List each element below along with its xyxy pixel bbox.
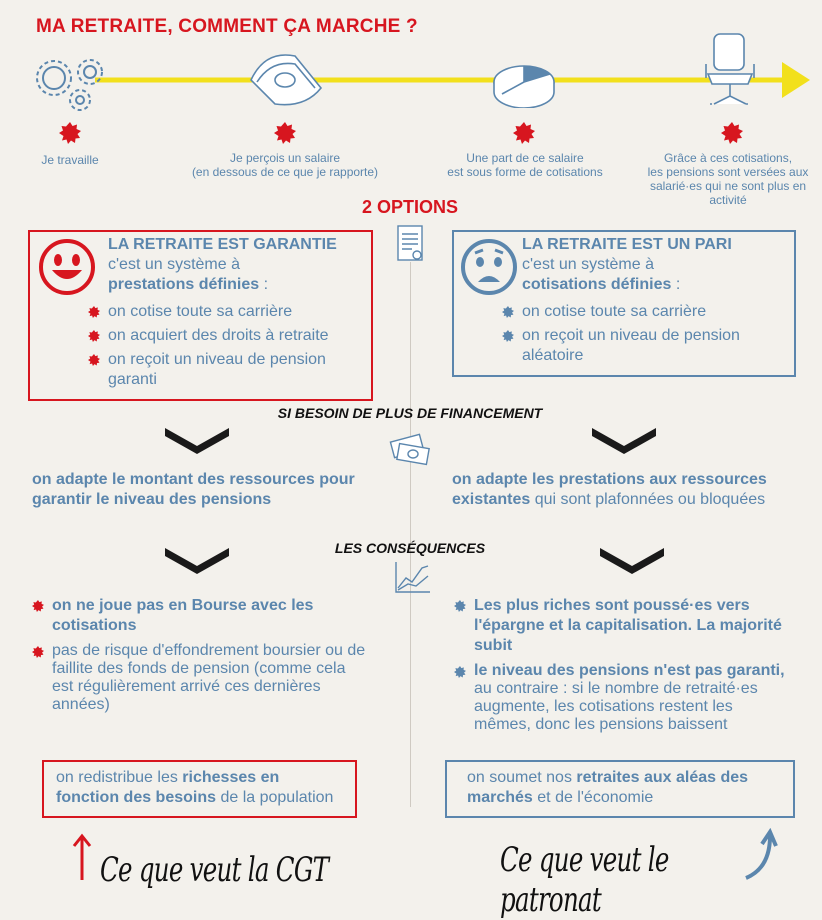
right-bullets: on cotise toute sa carrière on reçoit un… xyxy=(500,298,790,366)
burst-icon xyxy=(32,646,44,658)
bullet-text: on reçoit un niveau de pension garanti xyxy=(108,351,326,388)
burst-icon xyxy=(454,666,466,678)
burst-icon xyxy=(721,122,743,144)
happy-face-icon xyxy=(39,239,95,295)
step-text: Grâce à ces cotisations,les pensions son… xyxy=(638,151,818,207)
summary-text: on redistribue les xyxy=(56,769,183,786)
burst-icon xyxy=(59,122,81,144)
chevron-down-icon xyxy=(600,548,664,574)
left-adapt-text: on adapte le montant des ressources pour… xyxy=(32,471,355,508)
banknotes-icon xyxy=(250,54,323,106)
burst-icon xyxy=(88,354,100,366)
cgt-summary-box: on redistribue les richesses en fonction… xyxy=(42,760,357,818)
list-item: on ne joue pas en Bourse avec les cotisa… xyxy=(30,596,370,636)
burst-icon xyxy=(502,330,514,342)
left-heading: LA RETRAITE EST GARANTIE xyxy=(108,236,337,253)
right-intro: c'est un système à cotisations définies : xyxy=(522,255,792,295)
left-bullets: on cotise toute sa carrière on acquiert … xyxy=(86,298,366,390)
intro-end: : xyxy=(671,276,681,293)
bullet-bold: le niveau des pensions n'est pas garanti… xyxy=(474,662,785,679)
line-chart-icon xyxy=(395,562,430,593)
step-sub: est sous forme de cotisations xyxy=(447,165,603,179)
chevron-down-icon xyxy=(165,548,229,574)
bullet-text: on reçoit un niveau de pension aléatoire xyxy=(522,327,740,364)
list-item: on cotise toute sa carrière xyxy=(500,302,790,322)
burst-icon xyxy=(88,306,100,318)
list-item: on acquiert des droits à retraite xyxy=(86,326,366,346)
page-title: MA RETRAITE, COMMENT ÇA MARCHE ? xyxy=(36,16,418,37)
burst-icon xyxy=(88,330,100,342)
list-item: le niveau des pensions n'est pas garanti… xyxy=(452,662,787,734)
pie-chart-icon xyxy=(493,65,555,108)
step-sub: (en dessous de ce que je rapporte) xyxy=(191,165,379,179)
bullet-text: pas de risque d'effondrement boursier ou… xyxy=(52,642,366,713)
adapt-bold: on adapte les prestations aux ressources… xyxy=(452,471,767,508)
cgt-signature: Ce que veut la CGT xyxy=(100,850,329,890)
left-option: LA RETRAITE EST GARANTIE c'est un systèm… xyxy=(108,236,368,295)
summary-text: on soumet nos xyxy=(467,769,577,786)
right-option: LA RETRAITE EST UN PARI c'est un système… xyxy=(522,236,792,295)
left-consequences: on ne joue pas en Bourse avec les cotisa… xyxy=(30,592,370,714)
sad-face-icon xyxy=(461,239,517,295)
bullet-text: on cotise toute sa carrière xyxy=(108,303,293,320)
intro-bold: cotisations définies xyxy=(522,276,672,293)
office-chair-icon xyxy=(705,33,755,105)
options-title: 2 OPTIONS xyxy=(361,197,459,217)
intro-bold: prestations définies xyxy=(108,276,260,293)
step-sub: les pensions sont versées aux salarié·es… xyxy=(647,165,809,207)
patronat-summary-box: on soumet nos retraites aux aléas des ma… xyxy=(445,760,795,818)
burst-icon xyxy=(454,600,466,612)
right-heading: LA RETRAITE EST UN PARI xyxy=(522,236,732,253)
intro-text: c'est un système à xyxy=(108,256,240,273)
chevron-down-icon xyxy=(592,428,656,454)
burst-icon xyxy=(32,600,44,612)
burst-icon xyxy=(502,306,514,318)
consequences-heading: LES CONSÉQUENCES xyxy=(334,540,486,556)
gears-icon xyxy=(36,59,103,111)
summary-bold: richesses en fonction des besoins xyxy=(56,769,280,806)
intro-end: : xyxy=(259,276,269,293)
list-item: Les plus riches sont poussé·es vers l'ép… xyxy=(452,596,787,656)
list-item: on reçoit un niveau de pension aléatoire xyxy=(500,326,790,366)
financing-heading: SI BESOIN DE PLUS DE FINANCEMENT xyxy=(277,405,543,421)
gamble-pension-box xyxy=(452,230,796,377)
burst-icon xyxy=(513,122,535,144)
step-text: Je perçois un salaire(en dessous de ce q… xyxy=(180,151,390,179)
list-item: pas de risque d'effondrement boursier ou… xyxy=(30,642,370,714)
summary-text: et de l'économie xyxy=(532,789,654,806)
contract-icon xyxy=(397,225,423,261)
timeline-arrow xyxy=(95,62,810,98)
list-item: on cotise toute sa carrière xyxy=(86,302,366,322)
adapt-rest: qui sont plafonnées ou bloquées xyxy=(530,491,766,508)
bullet-bold: Les plus riches sont poussé·es vers l'ép… xyxy=(474,597,782,654)
bullet-text: on acquiert des droits à retraite xyxy=(108,327,329,344)
right-consequences: Les plus riches sont poussé·es vers l'ép… xyxy=(452,592,787,734)
step-line: Grâce à ces cotisations, xyxy=(663,151,793,165)
bullet-text: au contraire : si le nombre de retraité·… xyxy=(474,680,758,733)
arrow-up-icon xyxy=(72,833,92,880)
summary-bold: retraites aux aléas des marchés xyxy=(467,769,749,806)
patronat-signature: Ce que veut le patronat xyxy=(500,840,669,920)
intro-text: c'est un système à xyxy=(522,256,654,273)
chevron-down-icon xyxy=(165,428,229,454)
left-intro: c'est un système à prestations définies : xyxy=(108,255,368,295)
summary-text: de la population xyxy=(216,789,334,806)
center-divider xyxy=(410,262,411,807)
step-line: Une part de ce salaire xyxy=(466,151,584,165)
guaranteed-pension-box xyxy=(28,230,373,401)
bullet-text: on cotise toute sa carrière xyxy=(522,303,707,320)
list-item: on reçoit un niveau de pension garanti xyxy=(86,350,366,390)
curved-arrow-icon xyxy=(745,828,778,880)
step-line: Je perçois un salaire xyxy=(229,151,341,165)
right-adapt-text: on adapte les prestations aux ressources… xyxy=(452,470,802,510)
step-text: Je travaille xyxy=(41,153,99,167)
money-stack-icon xyxy=(389,433,430,466)
burst-icon xyxy=(274,122,296,144)
bullet-bold: on ne joue pas en Bourse avec les cotisa… xyxy=(52,597,314,634)
